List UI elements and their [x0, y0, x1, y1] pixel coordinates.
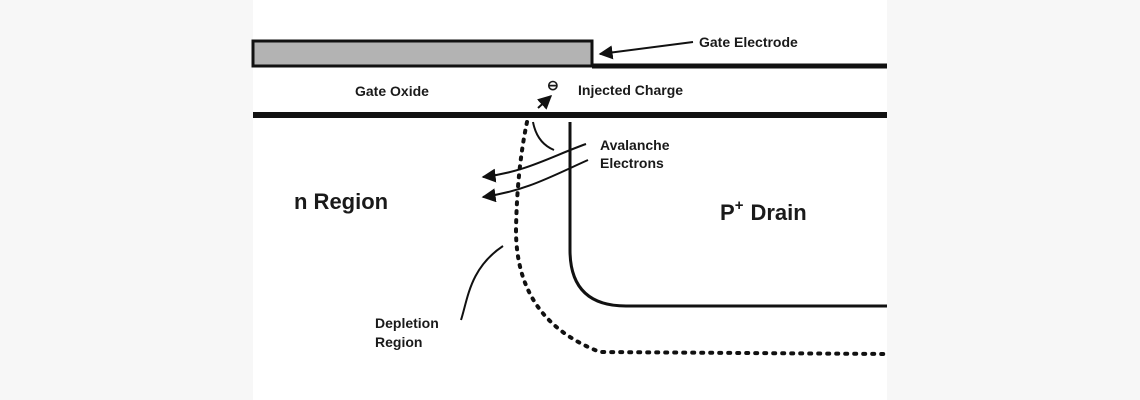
gate-oxide-label: Gate Oxide — [355, 83, 429, 99]
drain-junction — [568, 122, 887, 308]
injection-curve — [532, 121, 555, 151]
avalanche-path-2 — [481, 159, 589, 203]
avalanche-label-line2: Electrons — [600, 155, 664, 171]
injected-charge-arrow — [536, 95, 553, 110]
gate-electrode — [251, 39, 594, 68]
avalanche-path-1 — [481, 143, 587, 183]
p-drain-p: P — [720, 200, 735, 225]
depletion-label-line2: Region — [375, 334, 422, 350]
p-drain-label: P+ Drain — [720, 197, 807, 225]
p-drain-word: Drain — [750, 200, 806, 225]
gate-electrode-arrow — [598, 41, 694, 60]
depletion-pointer — [460, 245, 504, 321]
depletion-boundary — [513, 120, 889, 356]
gate-electrode-label: Gate Electrode — [699, 34, 798, 50]
depletion-label-line1: Depletion — [375, 315, 439, 331]
p-drain-plus: + — [735, 197, 744, 214]
avalanche-label-line1: Avalanche — [600, 137, 670, 153]
electron-symbol: ⊖ — [547, 77, 559, 93]
injected-charge-label: Injected Charge — [578, 82, 683, 98]
n-region-label: n Region — [294, 189, 388, 214]
